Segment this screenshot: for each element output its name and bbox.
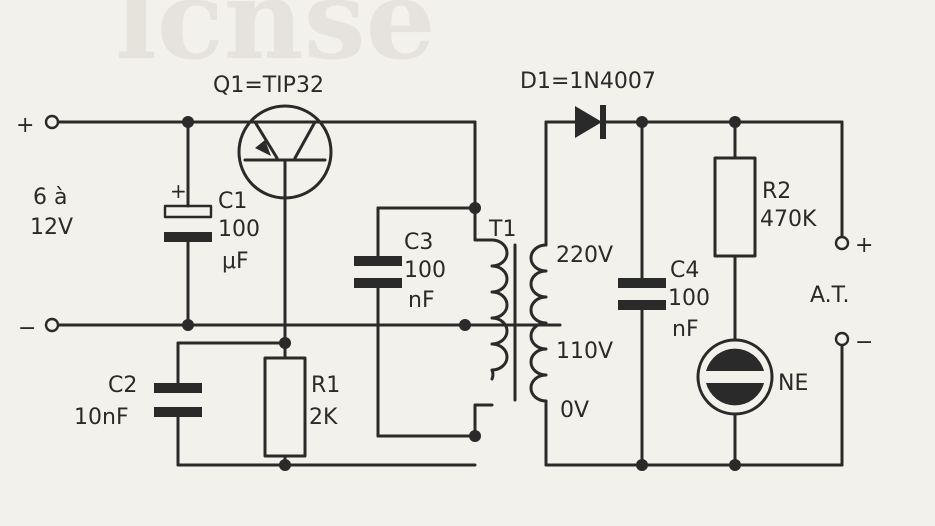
- label-c3-value: 100: [404, 258, 446, 283]
- label-tap-110v: 110V: [556, 339, 613, 364]
- resistor-r2: [713, 120, 757, 342]
- node-r1-bottom: [279, 459, 291, 471]
- neon-lamp-ne: [696, 338, 774, 467]
- label-tap-220v: 220V: [556, 243, 613, 268]
- terminal-output-positive: [834, 235, 850, 251]
- terminal-output-negative: [834, 331, 850, 347]
- node-c1-top: [182, 116, 194, 128]
- label-plus-input: +: [16, 113, 34, 138]
- label-c1-value: 100: [218, 217, 260, 242]
- label-high-voltage: A.T.: [810, 283, 849, 308]
- label-output-minus: −: [855, 330, 873, 355]
- label-r2-name: R2: [762, 179, 791, 204]
- label-supply-range: 6 à: [33, 185, 67, 210]
- label-neon: NE: [778, 371, 808, 396]
- node-t1-primary-center: [459, 319, 471, 331]
- capacitor-c3: [354, 206, 402, 438]
- label-c4-value: 100: [668, 286, 710, 311]
- label-r1-value: 2K: [309, 405, 338, 430]
- label-c1-name: C1: [218, 189, 247, 214]
- label-r2-value: 470K: [760, 207, 817, 232]
- label-d1: D1=1N4007: [520, 69, 656, 94]
- capacitor-c1: [163, 120, 213, 327]
- label-c4-unit: nF: [672, 317, 699, 342]
- capacitor-c2: [154, 341, 202, 467]
- label-c2-value: 10nF: [74, 405, 129, 430]
- label-r1-name: R1: [311, 373, 340, 398]
- node-r2-top: [729, 116, 741, 128]
- capacitor-c4: [618, 120, 666, 467]
- resistor-r1: [263, 341, 307, 467]
- bleed-through-text: lcnse: [115, 0, 436, 84]
- label-output-plus: +: [855, 233, 873, 258]
- transformer-t1: [473, 120, 548, 467]
- label-c4-name: C4: [670, 258, 699, 283]
- label-c1-polarity: +: [170, 179, 187, 203]
- label-c3-name: C3: [404, 230, 433, 255]
- terminal-positive-input: [44, 114, 60, 130]
- label-minus-input: −: [18, 316, 36, 341]
- label-c3-unit: nF: [408, 288, 435, 313]
- label-tap-0v: 0V: [560, 398, 589, 423]
- node-c4-top: [636, 116, 648, 128]
- terminal-negative-input: [44, 317, 60, 333]
- diode-d1: [575, 105, 606, 139]
- label-c1-unit: μF: [222, 249, 249, 274]
- transistor-q1: [237, 104, 333, 200]
- node-c1-bottom: [182, 319, 194, 331]
- label-supply-voltage: 12V: [30, 215, 73, 240]
- label-c2-name: C2: [108, 373, 137, 398]
- svg-text:lcnse: lcnse: [115, 0, 436, 84]
- label-q1: Q1=TIP32: [213, 73, 324, 98]
- label-t1: T1: [488, 217, 516, 242]
